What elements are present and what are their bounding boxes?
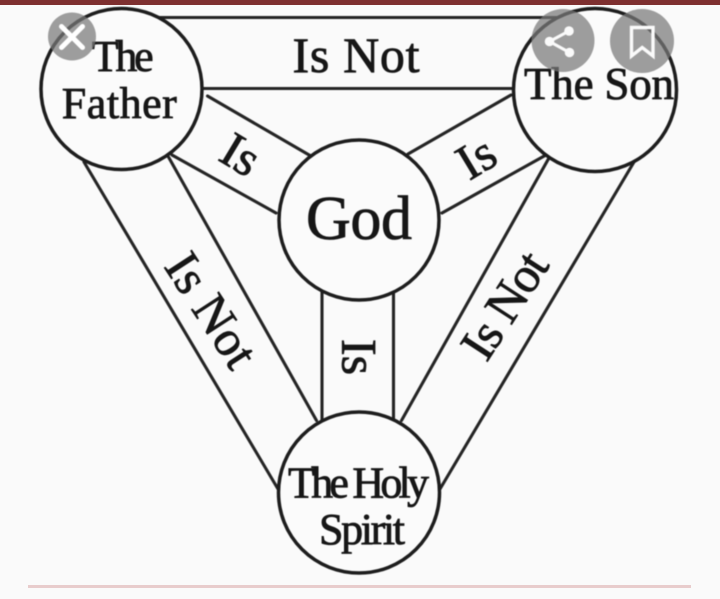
svg-text:The: The — [92, 32, 154, 81]
svg-text:Is: Is — [332, 339, 388, 375]
svg-text:Is: Is — [446, 124, 506, 191]
svg-text:The Holy: The Holy — [288, 459, 429, 508]
svg-text:Father: Father — [62, 79, 177, 128]
svg-text:Is Not: Is Not — [293, 27, 420, 83]
svg-text:Is: Is — [211, 121, 271, 188]
svg-text:God: God — [306, 185, 412, 253]
svg-text:Spirit: Spirit — [319, 505, 405, 554]
